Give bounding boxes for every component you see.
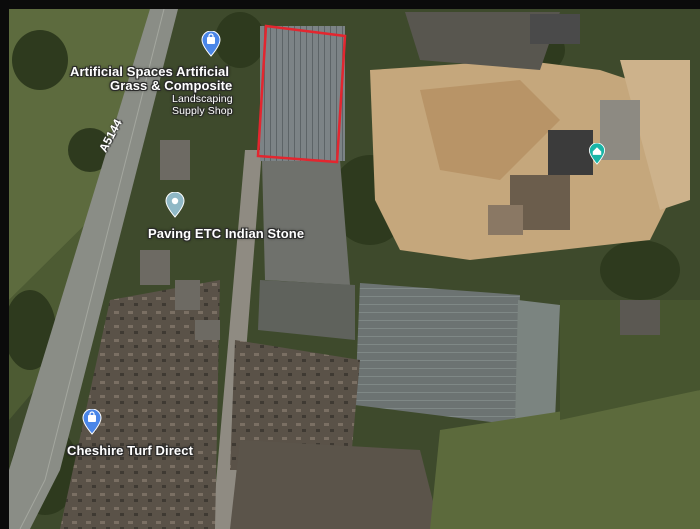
home-icon[interactable]: [588, 143, 606, 165]
place-category-line1: Landscaping: [172, 93, 233, 105]
place-name-line2[interactable]: Grass & Composite: [110, 78, 233, 93]
shopping-bag-icon[interactable]: [201, 31, 221, 57]
screen-bezel-top: [0, 0, 700, 9]
place-name[interactable]: Cheshire Turf Direct: [67, 443, 194, 458]
shopping-bag-icon[interactable]: [82, 409, 102, 435]
place-name-line1[interactable]: Artificial Spaces Artificial: [70, 64, 230, 79]
place-category-line2: Supply Shop: [172, 105, 233, 117]
place-name[interactable]: Paving ETC Indian Stone: [148, 226, 305, 241]
screen-bezel-left: [0, 0, 9, 529]
map-pin-icon[interactable]: [165, 192, 185, 218]
